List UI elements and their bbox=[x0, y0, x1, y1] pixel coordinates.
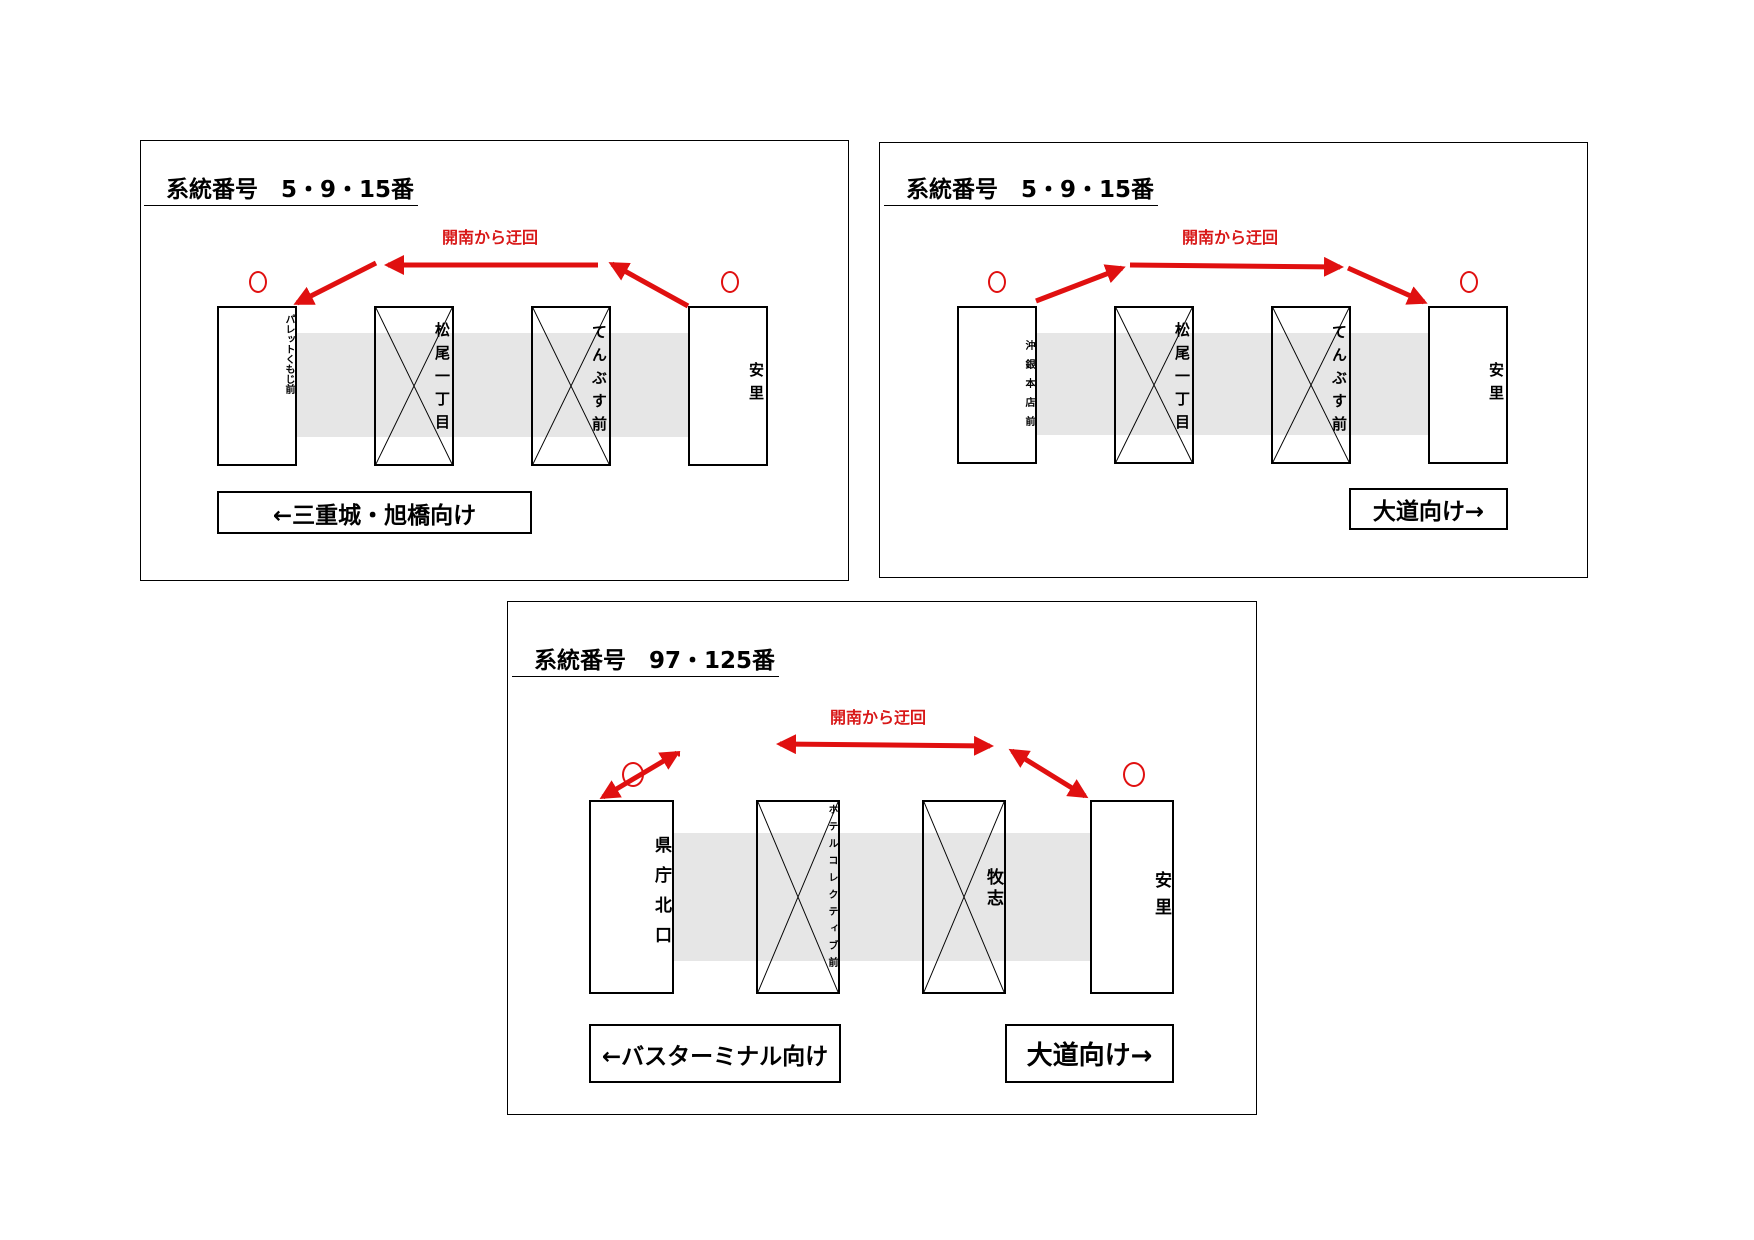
panel-3-marker-right bbox=[1123, 762, 1145, 787]
panel-2-stop-4: 安里 bbox=[1428, 306, 1508, 464]
panel-2-stop-3: てんぶす前 bbox=[1271, 306, 1351, 464]
panel-2-stop-2: 松尾一丁目 bbox=[1114, 306, 1194, 464]
skip-cross-icon bbox=[376, 308, 452, 464]
panel-3-direction-left: ←バスターミナル向け bbox=[589, 1024, 841, 1083]
stop-name: 沖銀本店前 bbox=[1023, 340, 1034, 435]
stop-name: 安里 bbox=[747, 362, 765, 408]
panel-2-direction-right: 大道向け→ bbox=[1349, 488, 1508, 530]
stop-name: 牧志 bbox=[983, 868, 1003, 910]
panel-2-road-band bbox=[1036, 333, 1430, 435]
skip-cross-icon bbox=[1116, 308, 1192, 462]
panel-3-stop-1: 県庁北口 bbox=[589, 800, 674, 994]
panel-1-title: 系統番号 5・9・15番 bbox=[144, 175, 419, 206]
stop-name: 安里 bbox=[1487, 362, 1505, 408]
panel-2-marker-left bbox=[988, 271, 1006, 293]
skip-cross-icon bbox=[1273, 308, 1349, 462]
stop-name: パレットくもじ前 bbox=[283, 314, 294, 394]
stop-name: 県庁北口 bbox=[651, 836, 671, 956]
panel-1-detour-label: 開南から迂回 bbox=[442, 228, 539, 247]
stop-name: ホテルコレクティブ前 bbox=[826, 804, 837, 974]
stop-name: 松尾一丁目 bbox=[1173, 322, 1191, 437]
stop-name: 安里 bbox=[1151, 871, 1171, 925]
panel-1-road-band bbox=[296, 333, 690, 437]
panel-3-title: 系統番号 97・125番 bbox=[512, 646, 780, 677]
skip-cross-icon bbox=[758, 802, 838, 992]
panel-1-marker-left bbox=[249, 271, 267, 293]
panel-2-detour-label: 開南から迂回 bbox=[1182, 228, 1279, 247]
skip-cross-icon bbox=[533, 308, 609, 464]
panel-1-direction-left: ←三重城・旭橋向け bbox=[217, 491, 532, 534]
stop-name: 松尾一丁目 bbox=[433, 322, 451, 437]
panel-2-marker-right bbox=[1460, 271, 1478, 293]
panel-2-stop-1: 沖銀本店前 bbox=[957, 306, 1037, 464]
stop-name: てんぶす前 bbox=[590, 324, 608, 439]
skip-cross-icon bbox=[924, 802, 1004, 992]
panel-2-title: 系統番号 5・9・15番 bbox=[884, 175, 1159, 206]
panel-3-road-band bbox=[673, 833, 1092, 961]
panel-3-direction-right: 大道向け→ bbox=[1005, 1024, 1174, 1083]
panel-1-stop-3: てんぶす前 bbox=[531, 306, 611, 466]
panel-3-detour-label: 開南から迂回 bbox=[830, 708, 927, 727]
panel-3-stop-4: 安里 bbox=[1090, 800, 1174, 994]
panel-1-stop-1: パレットくもじ前 bbox=[217, 306, 297, 466]
panel-3-stop-2: ホテルコレクティブ前 bbox=[756, 800, 840, 994]
stop-name: てんぶす前 bbox=[1330, 324, 1348, 439]
panel-1-marker-right bbox=[721, 271, 739, 293]
panel-3-stop-3: 牧志 bbox=[922, 800, 1006, 994]
panel-1-stop-2: 松尾一丁目 bbox=[374, 306, 454, 466]
panel-1-stop-4: 安里 bbox=[688, 306, 768, 466]
